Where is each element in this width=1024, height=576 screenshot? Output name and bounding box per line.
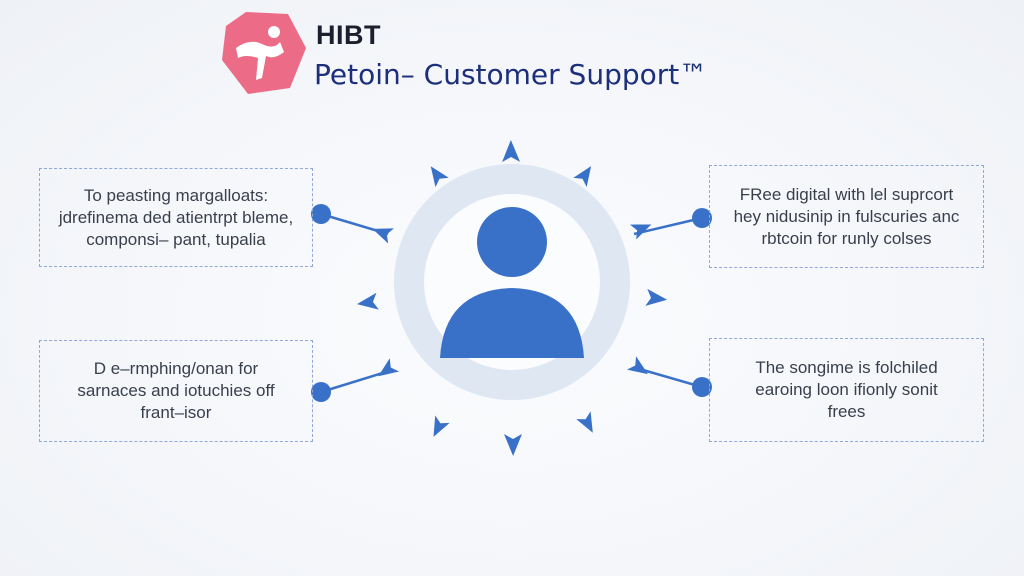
box-line: hey nidusinip in fulscuries anc — [733, 206, 960, 226]
connector-dot — [692, 377, 712, 397]
connector-line — [633, 216, 703, 236]
arrowhead-icon — [378, 358, 400, 377]
arrowhead-icon — [372, 228, 394, 244]
brand-name: HIBT — [316, 20, 381, 50]
arrowhead-icon — [629, 224, 652, 240]
box-line: jdrefinema ded atientrpt bleme, — [58, 207, 294, 227]
connector-line — [635, 366, 703, 389]
arrowhead-icon — [430, 166, 449, 188]
box-line: sarnaces and iotuchies off — [77, 381, 275, 400]
arrowhead-icon — [645, 288, 668, 306]
box-line: To peasting margalloats: — [83, 185, 269, 205]
info-box-top-right: FRee digital with lel suprcort hey nidus… — [709, 165, 984, 268]
arrowhead-icon — [356, 292, 379, 310]
arrowhead-icon — [576, 411, 593, 433]
box-line: frant–isor — [140, 403, 212, 422]
user-silhouette-icon — [440, 207, 584, 358]
info-box-top-left: To peasting margalloats: jdrefinema ded … — [39, 168, 313, 267]
connector-dot — [311, 204, 331, 224]
box-line: The songime is folchiled — [755, 358, 938, 377]
connector-dot — [311, 382, 331, 402]
page-title: Petoin– Customer Support™ — [314, 58, 708, 91]
arrowhead-icon — [433, 415, 450, 437]
info-box-bottom-right: The songime is folchiled earoing loon if… — [709, 338, 984, 442]
box-line: frees — [827, 402, 866, 421]
arrowhead-icon — [503, 433, 522, 456]
connector-dot — [692, 208, 712, 228]
box-line: componsi– pant, tupalia — [86, 229, 266, 249]
logo-icon — [222, 12, 306, 94]
info-box-bottom-left: D e–rmphing/onan for sarnaces and iotuch… — [39, 340, 313, 442]
arrowhead-icon — [502, 140, 521, 163]
arrowhead-icon — [573, 166, 592, 188]
box-line: FRee digital with lel suprcort — [739, 184, 954, 204]
connector-line — [320, 370, 387, 394]
box-line: rbtcoin for runly colses — [761, 228, 932, 248]
box-line: earoing loon ifionly sonit — [755, 380, 938, 399]
box-line: D e–rmphing/onan for — [93, 359, 259, 378]
arrowhead-icon — [626, 356, 648, 375]
